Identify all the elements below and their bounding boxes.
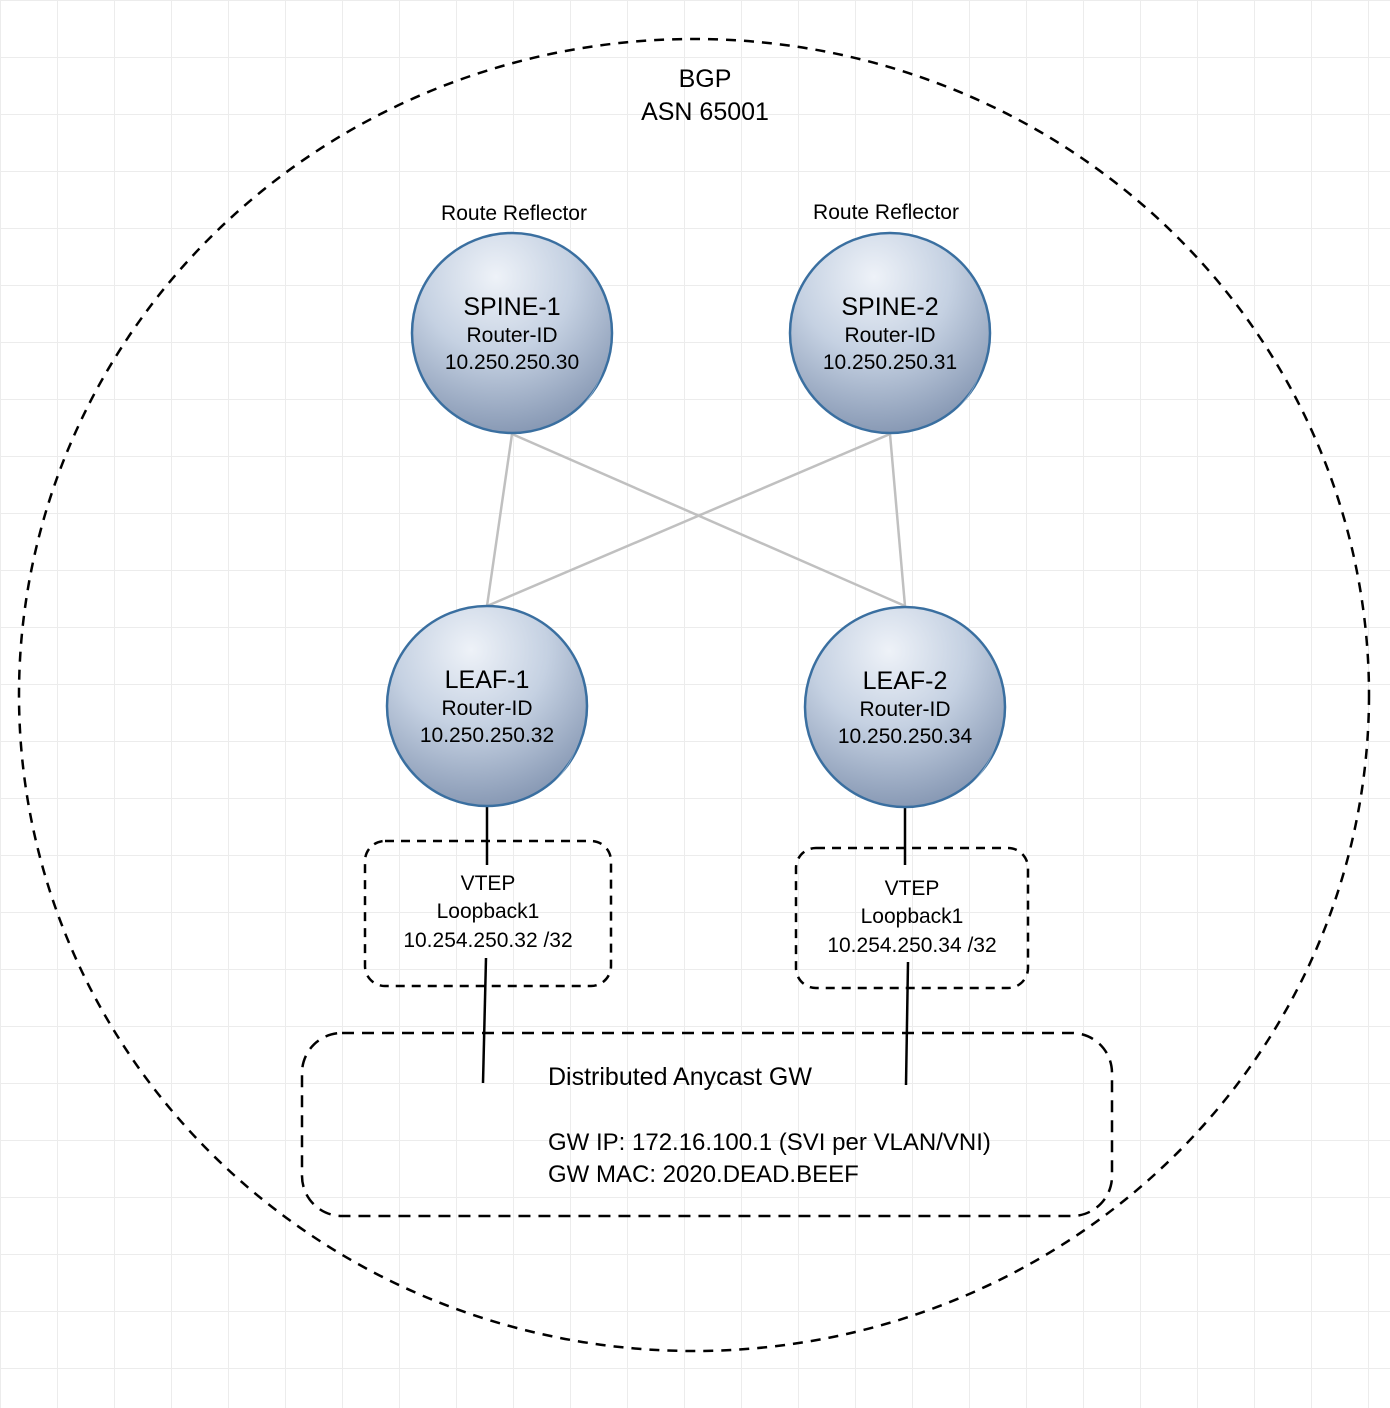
link-spine1-leaf2 — [511, 432, 906, 608]
bgp-title: BGP — [678, 65, 732, 93]
link-vtep2-gw — [904, 961, 910, 1086]
leaf1-rid-label: Router-ID — [441, 697, 533, 721]
leaf2-name: LEAF-2 — [862, 667, 948, 695]
spine2-router[interactable] — [788, 231, 992, 435]
link-spine1-leaf1 — [485, 433, 514, 607]
anycast-gw-ip: GW IP: 172.16.100.1 (SVI per VLAN/VNI) — [548, 1129, 991, 1156]
vtep2-label: VTEP Loopback1 10.254.250.34 /32 — [792, 875, 1032, 960]
link-spine2-leaf2 — [888, 433, 907, 607]
fabric-links — [485, 432, 907, 608]
spine2-name: SPINE-2 — [841, 293, 939, 321]
spine1-role-label: Route Reflector — [441, 202, 587, 225]
leaf2-rid: 10.250.250.34 — [837, 724, 973, 748]
vtep1-title: VTEP — [460, 872, 516, 895]
spine1-name: SPINE-1 — [463, 293, 561, 321]
spine2-label: SPINE-2 Router-ID 10.250.250.31 — [790, 292, 990, 376]
vtep2-ip: 10.254.250.34 /32 — [827, 933, 997, 957]
spine2-rid-label: Router-ID — [844, 324, 936, 348]
bgp-domain-boundary — [17, 37, 1371, 1353]
vtep1-iface: Loopback1 — [436, 900, 540, 924]
leaf1-label: LEAF-1 Router-ID 10.250.250.32 — [387, 665, 587, 749]
leaf1-name: LEAF-1 — [444, 666, 530, 694]
leaf2-rid-label: Router-ID — [859, 698, 951, 722]
link-vtep1-gw — [481, 957, 488, 1084]
leaf-vtep-links — [481, 806, 910, 1086]
vtep2-iface: Loopback1 — [860, 905, 964, 929]
spine1-rid-label: Router-ID — [466, 324, 558, 348]
vtep2-title: VTEP — [884, 877, 940, 900]
vtep1-label: VTEP Loopback1 10.254.250.32 /32 — [368, 870, 608, 955]
leaf1-router[interactable] — [385, 604, 589, 808]
spine1-router[interactable] — [410, 231, 614, 435]
leaf2-router[interactable] — [803, 605, 1007, 809]
anycast-gw-box — [300, 1031, 1114, 1218]
vtep-box-leaf2 — [794, 846, 1030, 990]
anycast-gw-mac: GW MAC: 2020.DEAD.BEEF — [548, 1161, 859, 1188]
vtep1-ip: 10.254.250.32 /32 — [403, 928, 573, 952]
bgp-asn: ASN 65001 — [641, 98, 769, 126]
spine2-role-label: Route Reflector — [813, 201, 959, 224]
spine1-label: SPINE-1 Router-ID 10.250.250.30 — [412, 292, 612, 376]
leaf1-rid: 10.250.250.32 — [419, 723, 555, 747]
vtep-box-leaf1 — [363, 839, 613, 988]
spine1-rid: 10.250.250.30 — [444, 350, 580, 374]
leaf2-label: LEAF-2 Router-ID 10.250.250.34 — [805, 666, 1005, 750]
link-spine2-leaf1 — [486, 432, 891, 608]
spine2-rid: 10.250.250.31 — [822, 350, 958, 374]
anycast-gw-title: Distributed Anycast GW — [548, 1063, 812, 1091]
